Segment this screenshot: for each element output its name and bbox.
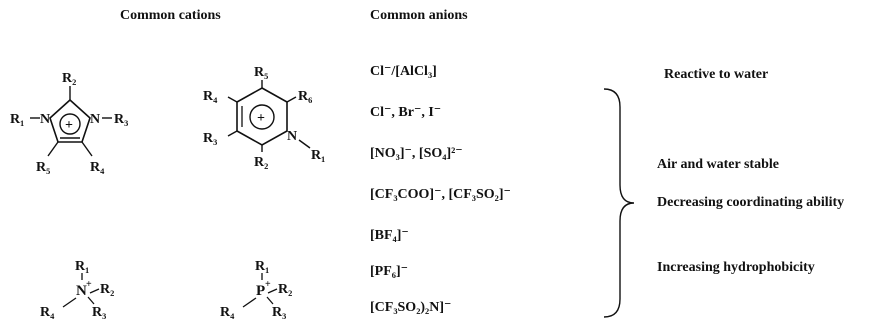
cations-header: Common cations [120,8,221,23]
note-reactive-to-water: Reactive to water [664,67,769,82]
pyridinium-r4: R₄ [203,89,218,104]
ammonium-r1: R₁ [75,259,89,274]
ammonium-r3: R₃ [92,305,106,320]
anion-trifluoroacetate: [CF₃COO]⁻, [CF₃SO₂]⁻ [370,187,511,202]
imidazolium-ring [49,98,91,143]
pyridinium-n: N [287,129,297,144]
pyridinium-r3: R₃ [203,131,217,146]
pyridinium-r5: R₅ [254,65,268,80]
pyridinium-charge-circle [249,104,275,130]
imidazolium-r1: R₁ [10,112,24,127]
ammonium-n: N [76,283,87,299]
ammonium-r4: R₄ [40,305,55,320]
imidazolium-cation: + R₂ N N R₁ R₃ R₅ R₄ [10,71,128,175]
pyridinium-r1: R₁ [311,148,325,163]
anion-halides: Cl⁻, Br⁻, I⁻ [370,105,442,120]
ammonium-r2: R₂ [100,282,114,297]
anion-bistriflimide: [CF₃SO₂)₂N]⁻ [370,300,452,315]
anion-chloroaluminate: Cl⁻/[AlCl₃] [370,64,437,79]
phosphonium-cation: R₁ P + R₂ R₃ R₄ [220,259,292,320]
anions-header: Common anions [370,8,468,23]
imidazolium-plus: + [65,118,73,133]
note-decreasing-coordinating: Decreasing coordinating ability [657,195,845,210]
anion-hexafluorophosphate: [PF₆]⁻ [370,264,409,279]
imidazolium-r5: R₅ [36,160,50,175]
ammonium-cation: R₁ N + R₂ R₃ R₄ [40,259,114,320]
imidazolium-r3: R₃ [114,112,128,127]
anion-nitrate-sulfate: [NO₃]⁻, [SO₄]²⁻ [370,146,463,161]
pyridinium-cation: + R₅ R₄ R₆ R₃ N R₁ R₂ [203,65,325,170]
phosphonium-r2: R₂ [278,282,292,297]
pyridinium-plus: + [257,111,265,126]
note-increasing-hydrophobicity: Increasing hydrophobicity [657,260,815,275]
cation-structures: + R₂ N N R₁ R₃ R₅ R₄ + R₅ R₄ R₆ R₃ N R₁ … [10,65,325,320]
imidazolium-n1: N [40,112,50,127]
imidazolium-n3: N [90,112,100,127]
imidazolium-r4: R₄ [90,160,105,175]
imidazolium-r2: R₂ [62,71,76,86]
pyridinium-r2: R₂ [254,155,268,170]
anion-tetrafluoroborate: [BF₄]⁻ [370,228,409,243]
phosphonium-r1: R₁ [255,259,269,274]
note-air-water-stable: Air and water stable [657,157,779,172]
phosphonium-r4: R₄ [220,305,235,320]
phosphonium-r3: R₃ [272,305,286,320]
grouping-brace [603,88,635,318]
phosphonium-plus: + [265,279,271,290]
pyridinium-r6: R₆ [298,89,312,104]
imidazolium-charge-circle [59,113,81,135]
ammonium-plus: + [86,279,92,290]
phosphonium-p: P [256,283,265,299]
